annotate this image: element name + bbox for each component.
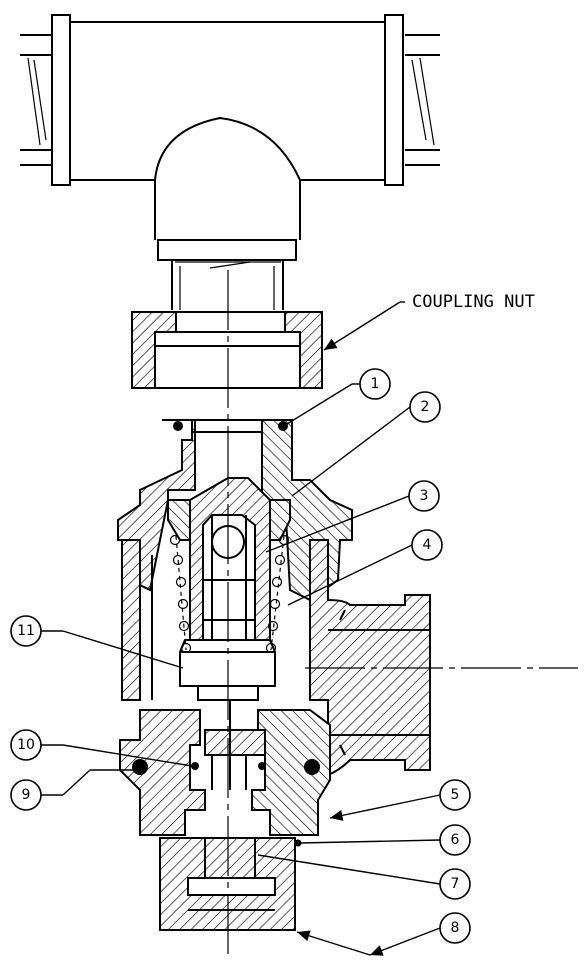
callout-7-number: 7 [451, 876, 460, 892]
callout-2-number: 2 [421, 399, 430, 415]
callout-9: 9 [10, 769, 135, 811]
callout-9-number: 9 [22, 787, 31, 803]
lower-bonnet [119, 700, 331, 847]
callout-8-number: 8 [451, 920, 460, 936]
callout-4: 4 [287, 529, 443, 606]
callout-3: 3 [265, 480, 440, 553]
callout-6: 6 [299, 824, 471, 856]
callout-7: 7 [257, 854, 471, 900]
bottom-cap [159, 837, 296, 931]
callout-2: 2 [291, 391, 441, 497]
tee-pipe [20, 14, 440, 310]
callout-coupling-nut: COUPLING NUT [323, 292, 535, 351]
coupling-nut [131, 311, 323, 389]
callout-5-number: 5 [451, 787, 460, 803]
valve-body [117, 419, 431, 777]
callout-5: 5 [329, 779, 471, 821]
callout-3-number: 3 [420, 488, 429, 504]
spring-left [169, 534, 192, 654]
callout-1-number: 1 [371, 376, 380, 392]
callout-4-number: 4 [423, 537, 432, 553]
callout-11: 11 [10, 615, 184, 669]
callout-10: 10 [10, 729, 193, 767]
callout-11-number: 11 [17, 623, 35, 639]
callout-8: 8 [296, 912, 471, 956]
callout-6-number: 6 [451, 832, 460, 848]
callout-1: 1 [286, 368, 391, 425]
callout-10-number: 10 [17, 737, 35, 753]
coupling-nut-label: COUPLING NUT [412, 292, 535, 312]
poppet-assembly [167, 477, 291, 701]
